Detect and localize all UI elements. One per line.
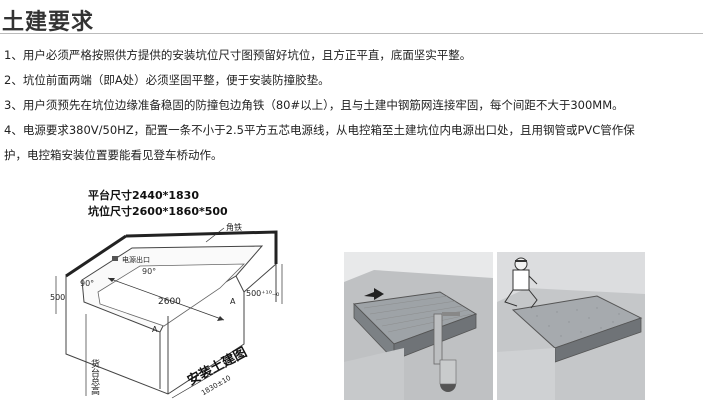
requirement-2: 2、坑位前面两端（即A处）必须坚固平整，便于安装防撞胶垫。 [4, 73, 330, 87]
requirement-4: 4、电源要求380V/50HZ，配置一条不小于2.5平方五芯电源线，从电控箱至土… [4, 123, 635, 137]
angle-90-mid: 90° [142, 267, 156, 276]
push-arrow-icon [364, 288, 384, 300]
depth-500-left: 500 [50, 293, 65, 302]
worker-figure [504, 257, 538, 309]
requirement-4-continued: 护，电控箱安装位置要能看见登车桥动作。 [4, 148, 223, 162]
power-outlet-box [112, 256, 118, 261]
installation-photo-1 [344, 252, 493, 400]
pit-size-label: 坑位尺寸2600*1860*500 [88, 204, 228, 218]
requirement-1: 1、用户必须严格按照供方提供的安装坑位尺寸图预留好坑位，且方正平直，底面坚实平整… [4, 48, 472, 62]
width-2600-label: 2600 [158, 297, 181, 307]
angle-90-top: 90° [80, 279, 94, 288]
page-title: 土建要求 [2, 10, 95, 35]
front-wall [159, 275, 245, 394]
requirement-3: 3、用户须预先在坑位边缘准备稳固的防撞包边角铁（80#以上），且与土建中钢筋网连… [4, 98, 624, 112]
platform-size-label: 平台尺寸2440*1830 [88, 188, 199, 202]
mark-a-right: A [230, 297, 236, 306]
width-2600-dimension [107, 277, 225, 321]
power-outlet-label: 电源出口 [122, 255, 150, 264]
depth-500-right: 500⁺¹⁰₋₀ [246, 289, 279, 298]
pit-construction-diagram: 平台尺寸2440*1830 坑位尺寸2600*1860*500 2600 90°… [50, 188, 283, 399]
installation-photo-2 [497, 252, 645, 400]
pit-floor [97, 263, 245, 327]
dock-height-label: 货台总高 [89, 358, 100, 396]
angle-iron-edge [125, 230, 278, 264]
title-divider [0, 33, 703, 34]
angle-iron-label: 角铁 [226, 222, 242, 232]
mark-a-left: A [152, 325, 158, 334]
